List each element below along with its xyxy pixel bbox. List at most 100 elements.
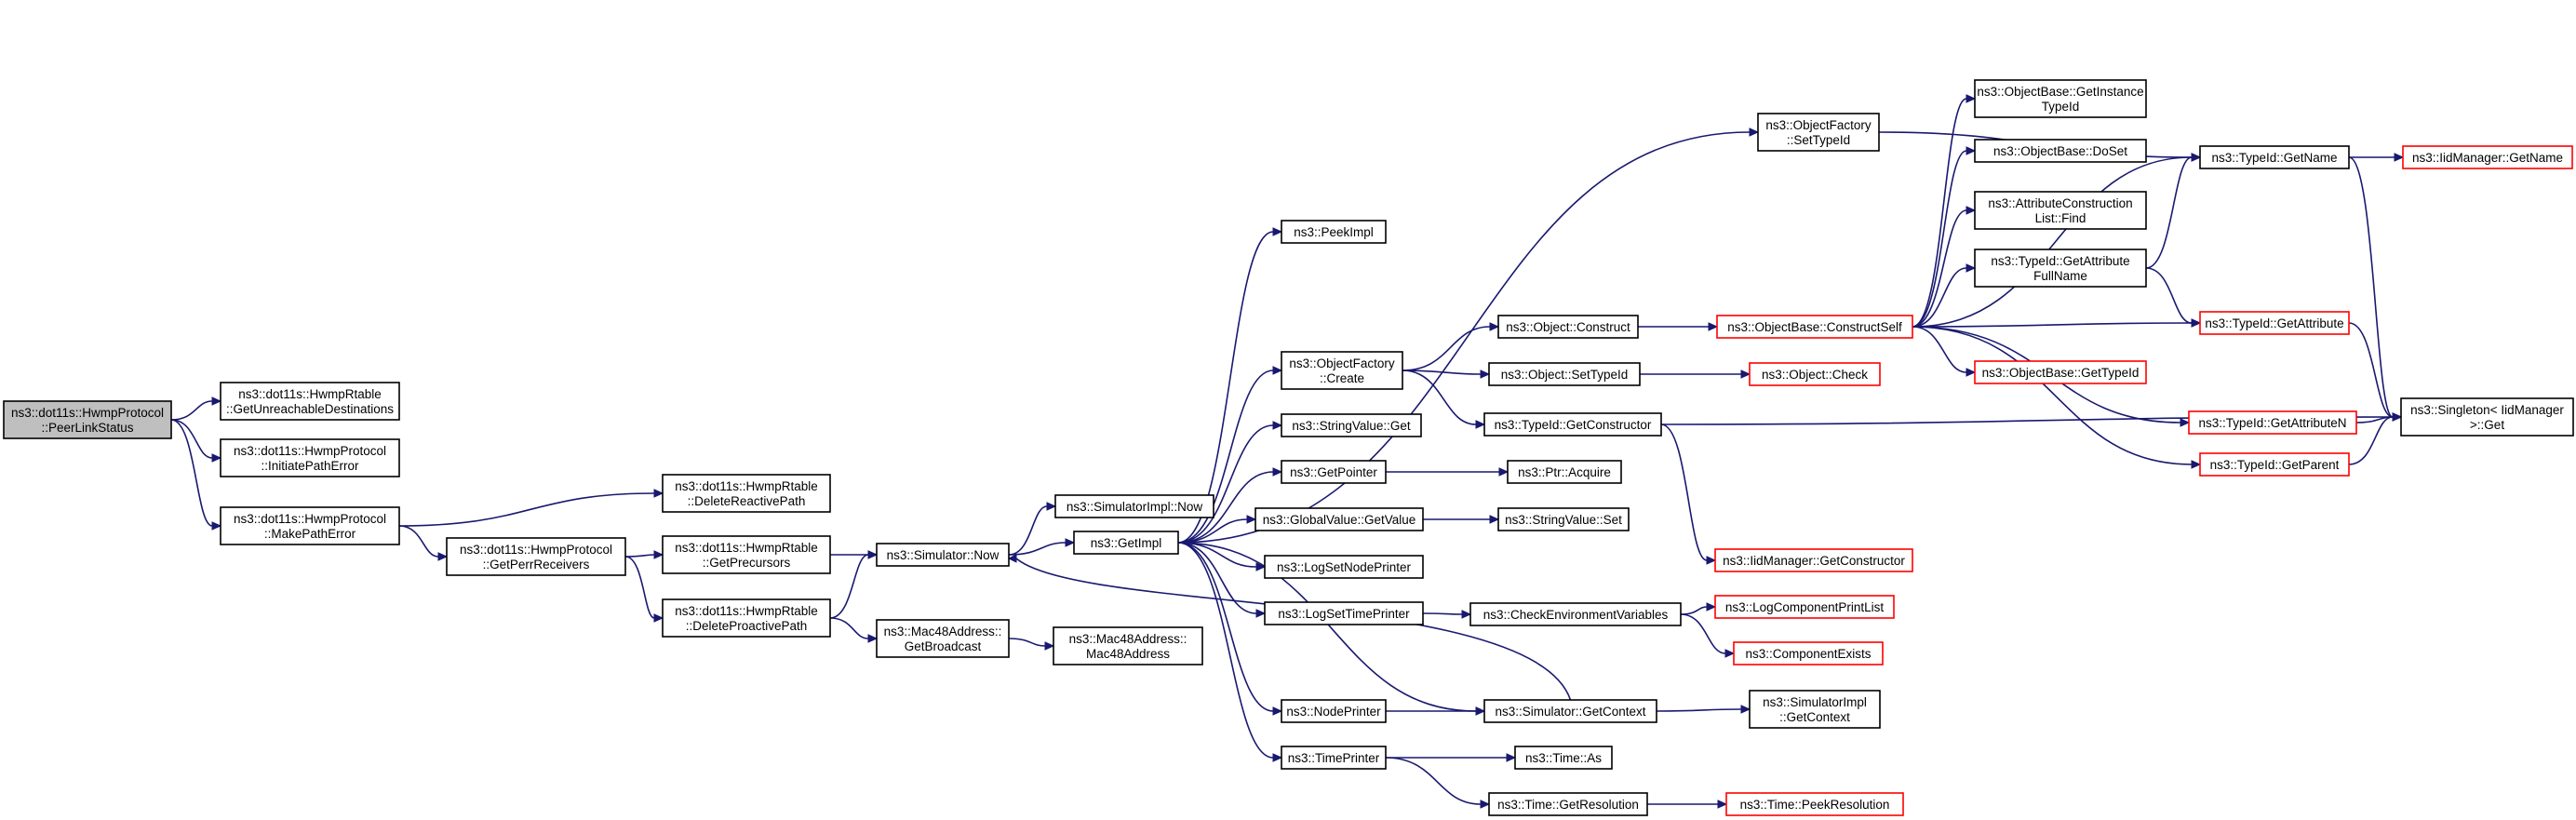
node-label: ns3::dot11s::HwmpRtable [238, 387, 382, 401]
node-typeidgetattributen[interactable]: ns3::TypeId::GetAttributeN [2188, 410, 2357, 435]
node-label: ns3::dot11s::HwmpProtocol [11, 406, 164, 420]
node-stringvalueget[interactable]: ns3::StringValue::Get [1281, 413, 1422, 437]
node-objbasedoset[interactable]: ns3::ObjectBase::DoSet [1974, 139, 2147, 163]
node-iidgetname[interactable]: ns3::IidManager::GetName [2402, 145, 2573, 169]
node-label: ns3::CheckEnvironmentVariables [1483, 608, 1669, 622]
node-objconstruct[interactable]: ns3::Object::Construct [1497, 315, 1639, 339]
node-makepatherror[interactable]: ns3::dot11s::HwmpProtocol::MakePathError [220, 506, 400, 545]
edge-arrowhead [1966, 206, 1977, 215]
node-timepeekres[interactable]: ns3::Time::PeekResolution [1725, 792, 1904, 816]
node-getprecursors[interactable]: ns3::dot11s::HwmpRtable::GetPrecursors [662, 535, 831, 574]
edge-line [1912, 98, 1967, 328]
node-simgetcontext[interactable]: ns3::Simulator::GetContext [1483, 699, 1657, 723]
node-getperrreceivers[interactable]: ns3::dot11s::HwmpProtocol::GetPerrReceiv… [446, 537, 626, 576]
node-typeidgetname[interactable]: ns3::TypeId::GetName [2199, 145, 2350, 169]
edge-arrowhead [1272, 753, 1283, 762]
edge-getimpl-to-stringvalueget [1177, 421, 1283, 544]
node-logsetnode[interactable]: ns3::LogSetNodePrinter [1264, 555, 1424, 579]
node-getbroadcast[interactable]: ns3::Mac48Address::GetBroadcast [876, 619, 1010, 658]
node-label: TypeId [2042, 100, 2080, 114]
node-objsettypeid[interactable]: ns3::Object::SetTypeId [1488, 362, 1641, 386]
node-objcheck[interactable]: ns3::Object::Check [1749, 362, 1881, 386]
node-iidgetconstructor[interactable]: ns3::IidManager::GetConstructor [1714, 548, 1913, 572]
edge-getimpl-to-ofcreate [1177, 366, 1283, 544]
edge-arrowhead [1272, 227, 1283, 236]
node-box [1053, 626, 1203, 665]
edge-arrowhead [2191, 460, 2202, 469]
edge-simulatornow-to-getimpl [1008, 538, 1076, 556]
node-layer: ns3::dot11s::HwmpProtocol::PeerLinkStatu… [3, 79, 2574, 816]
node-simulatornow[interactable]: ns3::Simulator::Now [876, 543, 1010, 567]
node-label: ns3::ComponentExists [1745, 647, 1871, 661]
node-label: ns3::IidManager::GetConstructor [1723, 554, 1905, 568]
node-componentexists[interactable]: ns3::ComponentExists [1733, 641, 1884, 665]
node-timegetres[interactable]: ns3::Time::GetResolution [1488, 792, 1648, 816]
edge-arrowhead [1480, 800, 1491, 809]
edge-line [624, 556, 655, 619]
edge-arrowhead [1706, 556, 1717, 565]
edge-line [1912, 322, 2193, 328]
node-deletereactivepath[interactable]: ns3::dot11s::HwmpRtable::DeleteReactiveP… [662, 474, 831, 513]
node-singletonget[interactable]: ns3::Singleton< IidManager >::Get [2400, 397, 2574, 437]
node-mac48address[interactable]: ns3::Mac48Address::Mac48Address [1053, 626, 1203, 665]
node-label: ns3::Ptr::Acquire [1518, 465, 1611, 479]
node-label: ns3::ObjectBase::GetInstance [1977, 85, 2143, 99]
node-stringvalueset[interactable]: ns3::StringValue::Set [1497, 507, 1630, 531]
node-box [1488, 362, 1641, 386]
node-timeprinter[interactable]: ns3::TimePrinter [1281, 746, 1387, 770]
node-getunreachable[interactable]: ns3::dot11s::HwmpRtable::GetUnreachableD… [220, 382, 400, 421]
node-typeidgetattribute[interactable]: ns3::TypeId::GetAttribute [2199, 311, 2350, 335]
edge-getpointer-to-ptracquire [1385, 467, 1509, 477]
node-label: ns3::IidManager::GetName [2412, 151, 2563, 165]
node-ofcreate[interactable]: ns3::ObjectFactory::Create [1281, 351, 1403, 390]
node-simimplgetcontext[interactable]: ns3::SimulatorImpl::GetContext [1749, 690, 1881, 729]
node-label: ns3::dot11s::HwmpRtable [675, 479, 818, 493]
node-logcompprintlist[interactable]: ns3::LogComponentPrintList [1714, 595, 1895, 619]
edge-line [2348, 416, 2394, 465]
edge-timeprinter-to-timegetres [1385, 757, 1491, 809]
node-box [1974, 139, 2147, 163]
node-getimpl[interactable]: ns3::GetImpl [1073, 531, 1179, 555]
node-timeas[interactable]: ns3::Time::As [1514, 746, 1613, 770]
node-label: ns3::LogComponentPrintList [1725, 600, 1885, 614]
node-label: ::InitiatePathError [261, 459, 359, 473]
node-objbasegettypeid[interactable]: ns3::ObjectBase::GetTypeId [1974, 360, 2147, 384]
node-peekimpl[interactable]: ns3::PeekImpl [1281, 220, 1387, 244]
node-box [1254, 507, 1424, 531]
node-label: ns3::TimePrinter [1288, 751, 1380, 765]
node-ptracquire[interactable]: ns3::Ptr::Acquire [1507, 460, 1622, 484]
node-deleteproactivepath[interactable]: ns3::dot11s::HwmpRtable::DeleteProactive… [662, 598, 831, 638]
node-box [1974, 249, 2147, 288]
node-box [1483, 699, 1657, 723]
node-globalvalue[interactable]: ns3::GlobalValue::GetValue [1254, 507, 1424, 531]
node-nodeprinter[interactable]: ns3::NodePrinter [1281, 699, 1387, 723]
node-box [1073, 531, 1179, 555]
node-constructself[interactable]: ns3::ObjectBase::ConstructSelf [1716, 315, 1913, 339]
node-label: ns3::Time::PeekResolution [1740, 798, 1890, 812]
node-box [1974, 79, 2147, 118]
node-ofsettypeid[interactable]: ns3::ObjectFactory::SetTypeId [1757, 113, 1880, 152]
node-label: ::GetUnreachableDestinations [226, 402, 394, 416]
edge-arrowhead [1966, 146, 1977, 155]
node-label: ns3::Object::Check [1762, 368, 1868, 382]
edge-line [1680, 606, 1708, 615]
node-logsettime[interactable]: ns3::LogSetTimePrinter [1264, 601, 1424, 625]
node-checkenv[interactable]: ns3::CheckEnvironmentVariables [1469, 602, 1682, 626]
edge-line [1422, 612, 1463, 615]
edge-arrowhead [867, 550, 879, 559]
node-typeidgetparent[interactable]: ns3::TypeId::GetParent [2199, 452, 2350, 477]
edge-arrowhead [1489, 515, 1500, 524]
node-getpointer[interactable]: ns3::GetPointer [1281, 460, 1387, 484]
node-simimplnow[interactable]: ns3::SimulatorImpl::Now [1054, 494, 1214, 518]
node-peerlinkstatus[interactable]: ns3::dot11s::HwmpProtocol::PeerLinkStatu… [3, 400, 172, 439]
node-label: ns3::dot11s::HwmpProtocol [234, 444, 386, 458]
node-initiatepatherror[interactable]: ns3::dot11s::HwmpProtocol::InitiatePathE… [220, 438, 400, 477]
edge-arrowhead [1272, 467, 1283, 477]
edge-line [1177, 542, 1477, 712]
node-getconstructor[interactable]: ns3::TypeId::GetConstructor [1483, 412, 1662, 437]
edge-getimpl-to-getpointer [1177, 467, 1283, 544]
node-label: >::Get [2470, 418, 2504, 432]
